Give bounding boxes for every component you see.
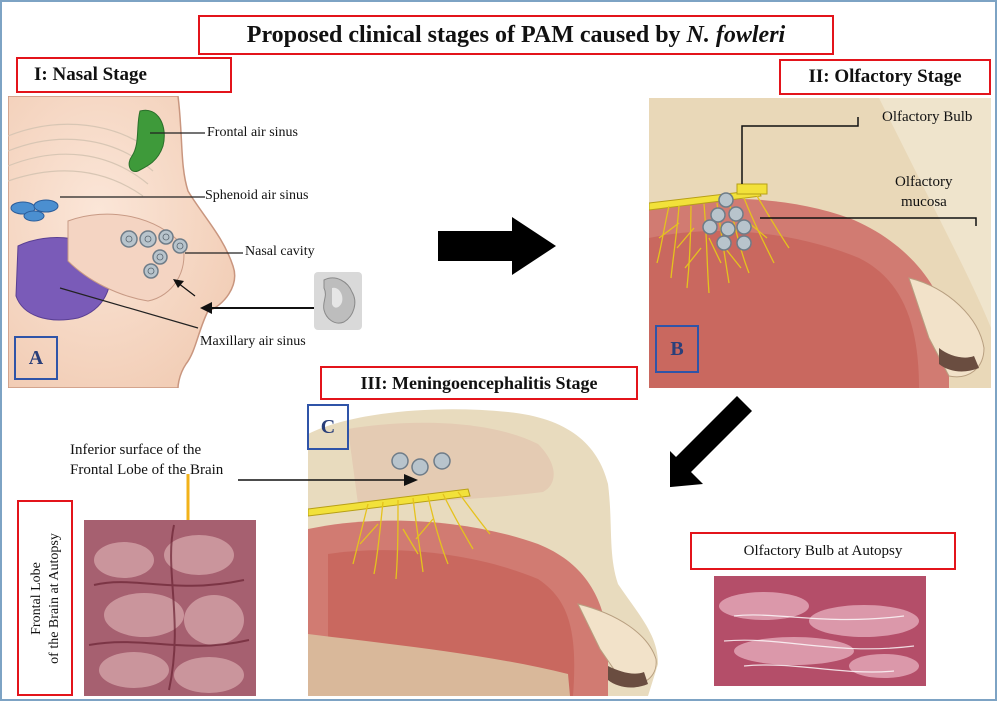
- frontal-lobe-autopsy-photo: [84, 520, 256, 696]
- frontal-lobe-autopsy-label: Frontal Lobe of the Brain at Autopsy: [17, 500, 73, 696]
- frontal-lobe-autopsy-line2: of the Brain at Autopsy: [45, 533, 63, 664]
- frontal-lobe-autopsy-line1: Frontal Lobe: [28, 533, 46, 664]
- panel-letter-c: C: [307, 404, 349, 450]
- label-inferior-surface-line1: Inferior surface of the: [70, 441, 201, 459]
- label-inferior-surface-line2: Frontal Lobe of the Brain: [70, 461, 223, 479]
- olfactory-bulb-autopsy-label: Olfactory Bulb at Autopsy: [690, 532, 956, 570]
- olfactory-bulb-autopsy-photo: [714, 576, 926, 686]
